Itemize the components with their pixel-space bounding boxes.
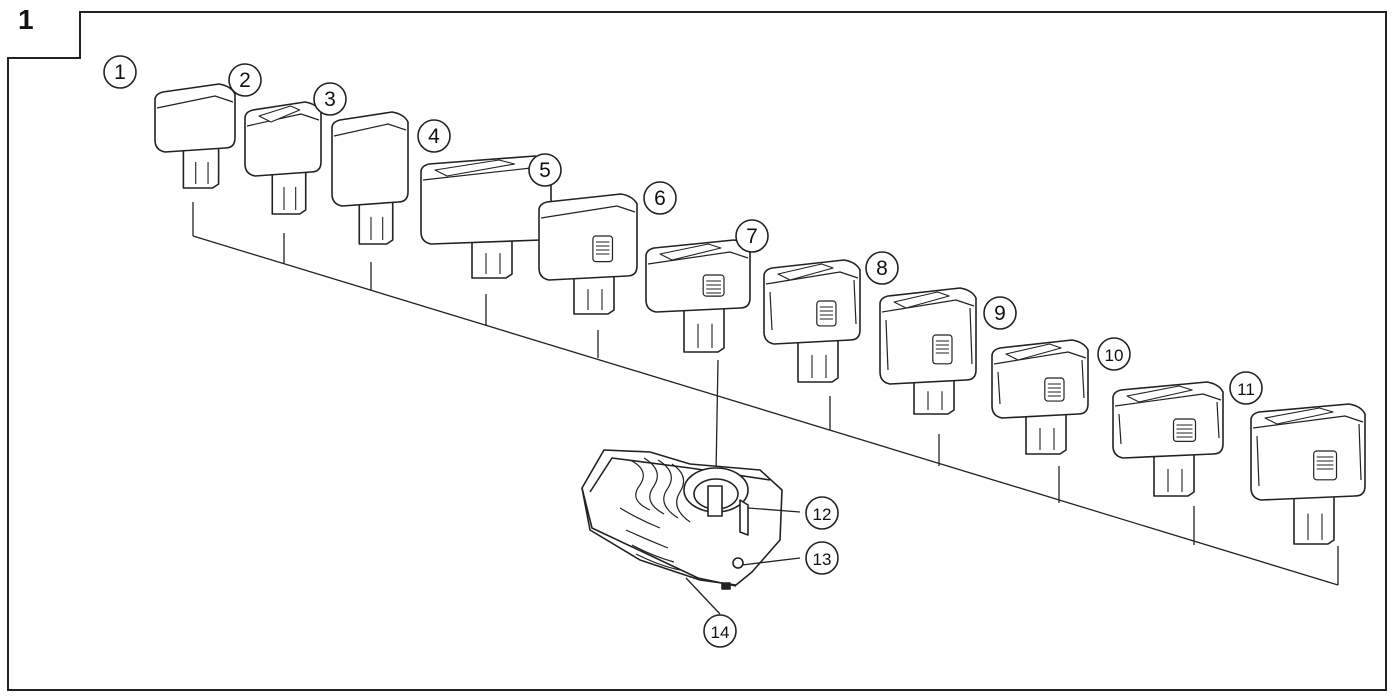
callout-battery-4-circle (417, 119, 451, 153)
battery-11 (1250, 403, 1366, 545)
callout-battery-1-circle (103, 55, 137, 89)
battery-11-stem (1293, 491, 1335, 545)
callout-charger-13-label: 13 (813, 550, 832, 569)
callout-battery-9-circle (983, 296, 1017, 330)
battery-1-head (154, 83, 236, 153)
figure-number: 1 (18, 4, 34, 35)
callout-battery-9-label: 9 (994, 302, 1006, 325)
callout-battery-5-circle (528, 153, 562, 187)
callout-battery-8-circle (865, 251, 899, 285)
callout-battery-11-circle (1229, 371, 1263, 405)
callout-battery-6-label: 6 (654, 187, 666, 210)
battery-1 (154, 83, 236, 189)
callout-battery-10-circle (1097, 337, 1131, 371)
callout-charger-13: 13 (805, 541, 839, 575)
charger-body (581, 449, 783, 586)
battery-6 (645, 239, 751, 353)
callout-battery-4: 4 (417, 119, 451, 153)
battery-2-head (244, 101, 322, 177)
callout-charger-14: 14 (703, 614, 737, 648)
callout-battery-6: 6 (643, 181, 677, 215)
battery-3 (331, 111, 409, 245)
figure-frame (7, 11, 1387, 691)
callout-battery-10: 10 (1097, 337, 1131, 371)
callout-battery-11: 11 (1229, 371, 1263, 405)
callout-battery-11-label: 11 (1237, 380, 1255, 399)
callout-charger-13-circle (805, 541, 839, 575)
battery-7 (763, 259, 861, 383)
callout-battery-8-label: 8 (876, 257, 888, 280)
callout-battery-9: 9 (983, 296, 1017, 330)
callout-battery-8: 8 (865, 251, 899, 285)
callout-battery-5-label: 5 (539, 159, 551, 182)
callout-battery-3-label: 3 (324, 88, 336, 111)
callout-battery-4-label: 4 (428, 125, 440, 148)
callout-battery-5: 5 (528, 153, 562, 187)
callout-battery-1: 1 (103, 55, 137, 89)
callout-charger-12-circle (805, 496, 839, 530)
callout-battery-10-label: 10 (1105, 346, 1124, 365)
battery-10 (1112, 381, 1224, 497)
callout-battery-7-circle (735, 219, 769, 253)
connection-lines (192, 202, 1339, 586)
callout-charger-12-label: 12 (813, 505, 832, 524)
battery-8 (879, 287, 977, 415)
charger (581, 449, 801, 615)
battery-9 (991, 339, 1089, 455)
battery-3-head (331, 111, 409, 207)
battery-5-head (538, 193, 638, 281)
callout-battery-3: 3 (313, 82, 347, 116)
battery-2 (244, 101, 322, 215)
battery-6-stem (683, 303, 725, 353)
battery-5 (538, 193, 638, 315)
callout-battery-6-circle (643, 181, 677, 215)
callout-battery-2-label: 2 (239, 69, 251, 92)
charger-indicator (732, 557, 744, 569)
callout-battery-7-label: 7 (746, 225, 758, 248)
charger-cord-wraps (619, 457, 691, 571)
callout-charger-14-circle (703, 614, 737, 648)
callout-battery-1-label: 1 (114, 61, 126, 84)
callout-charger-12: 12 (805, 496, 839, 530)
battery-4 (420, 155, 552, 279)
callout-battery-2: 2 (228, 63, 262, 97)
callout-charger-14-label: 14 (711, 623, 730, 642)
callout-battery-3-circle (313, 82, 347, 116)
callout-battery-2-circle (228, 63, 262, 97)
callout-battery-7: 7 (735, 219, 769, 253)
